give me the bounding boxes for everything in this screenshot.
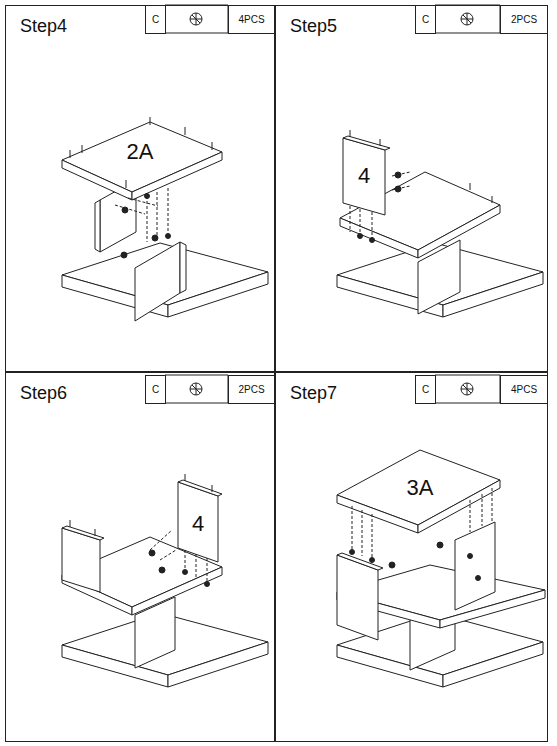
parts-table-cell: 2PCS	[228, 375, 275, 404]
step-panel: Step5	[275, 5, 548, 372]
part-label: 3A	[398, 474, 442, 502]
part-label: 4	[352, 162, 376, 190]
step-panel: Step6	[5, 372, 275, 742]
parts-table-cell: 4PCS	[228, 5, 275, 34]
step-title: Step6	[20, 383, 67, 404]
step4-drawing	[62, 117, 268, 321]
step5-drawing	[337, 130, 543, 317]
parts-table-cell: C	[145, 5, 166, 34]
step6-drawing	[62, 474, 268, 687]
step-title: Step4	[20, 16, 67, 37]
parts-table-cell: 2PCS	[500, 5, 548, 34]
step7-drawing	[337, 450, 545, 687]
parts-table-cell: C	[415, 375, 436, 404]
part-label: 2A	[118, 138, 162, 166]
parts-table-cell: 4PCS	[500, 375, 548, 404]
part-label: 4	[186, 510, 210, 538]
step-panel: Step7	[275, 372, 548, 742]
parts-table-cell: C	[145, 375, 166, 404]
parts-table-cell: C	[415, 5, 436, 34]
step-title: Step7	[290, 383, 337, 404]
fitting-icon	[165, 5, 500, 403]
step-title: Step5	[290, 16, 337, 37]
step-panel: Step4	[5, 5, 275, 372]
